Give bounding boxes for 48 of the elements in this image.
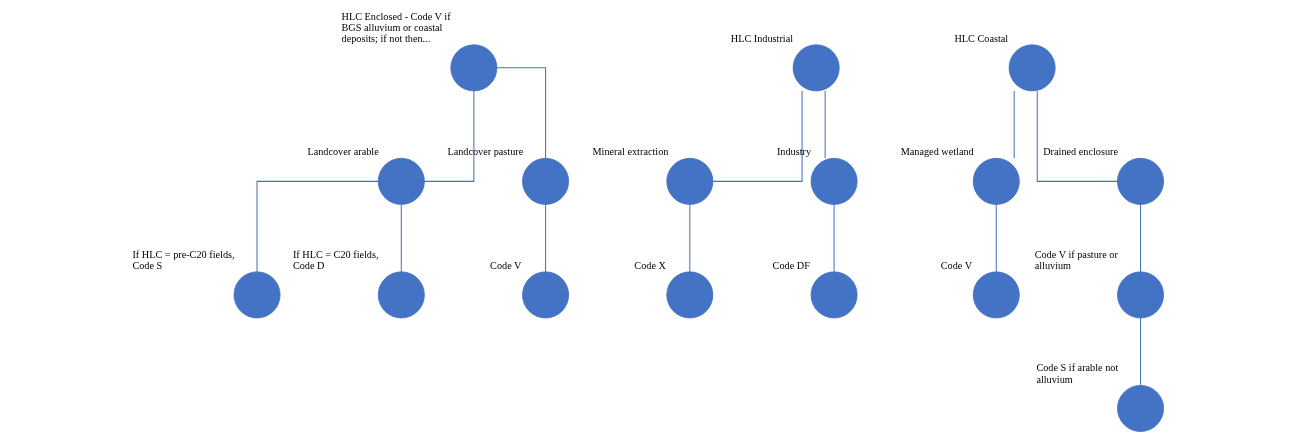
- connector: [824, 90, 826, 159]
- node-circle: [810, 157, 858, 205]
- node-label: HLC Coastal: [953, 32, 1008, 44]
- node-circle: [1116, 384, 1164, 432]
- node-label: Managed wetland: [900, 146, 974, 158]
- node-circle: [810, 271, 858, 319]
- connector: [1013, 90, 1015, 159]
- connector: [1036, 90, 1141, 182]
- connector: [400, 203, 402, 273]
- node-label: Code V: [489, 259, 521, 271]
- connector: [688, 90, 803, 182]
- node-label: HLC Industrial: [730, 32, 793, 44]
- node-circle: [1008, 44, 1056, 92]
- node-label: Code DF: [772, 259, 810, 271]
- node-label: HLC Enclosed - Code V if BGS alluvium or coastal deposits; if not then...: [341, 10, 451, 44]
- node-label: If HLC = pre-C20 fields, Code S: [131, 248, 235, 271]
- connector: [1139, 203, 1141, 273]
- node-label: Landcover pasture: [446, 146, 523, 158]
- node-label: Industry: [776, 146, 811, 158]
- connector: [400, 90, 474, 182]
- node-label: If HLC = C20 fields, Code D: [292, 248, 379, 271]
- node-label: Drained enclosure: [1042, 146, 1118, 158]
- node-circle: [233, 271, 280, 319]
- node-label: Code V: [940, 259, 972, 271]
- node-label: Code V if pasture or alluvium: [1034, 248, 1118, 271]
- node-circle: [377, 271, 425, 319]
- node-circle: [521, 271, 569, 319]
- node-circle: [1116, 157, 1164, 205]
- node-circle: [521, 157, 569, 205]
- node-label: Mineral extraction: [592, 146, 668, 158]
- node-circle: [665, 157, 713, 205]
- node-circle: [377, 157, 425, 205]
- node-circle: [1116, 271, 1164, 319]
- connector: [688, 203, 690, 273]
- node-circle: [972, 271, 1020, 319]
- connector: [472, 67, 546, 159]
- connector: [256, 180, 402, 273]
- node-circle: [972, 157, 1020, 205]
- connector: [1139, 317, 1141, 386]
- node-circle: [792, 44, 840, 92]
- node-circle: [665, 271, 713, 319]
- node-label: Code S if arable not alluvium: [1035, 362, 1118, 385]
- node-label: Landcover arable: [306, 146, 379, 158]
- connector: [544, 203, 546, 273]
- connector: [995, 203, 997, 273]
- connector: [833, 203, 835, 273]
- node-label: Code X: [633, 259, 666, 271]
- node-circle: [449, 44, 497, 92]
